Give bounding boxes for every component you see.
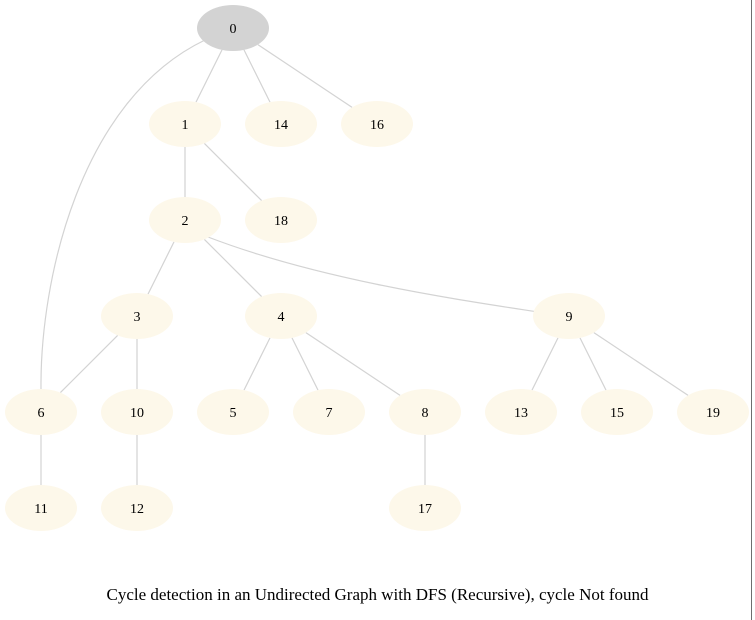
- graph-node-2: 2: [149, 197, 221, 243]
- node-label: 2: [182, 214, 189, 229]
- node-ellipse: [389, 485, 461, 531]
- node-ellipse: [581, 389, 653, 435]
- edge-2-4: [203, 238, 263, 298]
- node-ellipse: [5, 389, 77, 435]
- edge-0-16: [257, 44, 353, 108]
- node-label: 19: [706, 406, 720, 421]
- node-label: 4: [278, 310, 285, 325]
- graph-node-1: 1: [149, 101, 221, 147]
- right-border: [751, 0, 752, 620]
- graph-caption: Cycle detection in an Undirected Graph w…: [106, 585, 649, 604]
- edge-0-6: [40, 39, 206, 390]
- node-label: 18: [274, 214, 288, 229]
- node-label: 5: [230, 406, 237, 421]
- graph-node-6: 6: [5, 389, 77, 435]
- graph-node-15: 15: [581, 389, 653, 435]
- node-ellipse: [197, 5, 269, 51]
- edge-layer: [40, 39, 689, 485]
- graph-node-12: 12: [101, 485, 173, 531]
- node-label: 6: [38, 406, 45, 421]
- node-label: 8: [422, 406, 429, 421]
- node-label: 9: [566, 310, 573, 325]
- node-ellipse: [341, 101, 413, 147]
- graph-node-7: 7: [293, 389, 365, 435]
- graph-node-18: 18: [245, 197, 317, 243]
- node-ellipse: [389, 389, 461, 435]
- node-label: 3: [134, 310, 141, 325]
- node-ellipse: [149, 101, 221, 147]
- node-label: 1: [182, 118, 189, 133]
- graph-node-3: 3: [101, 293, 173, 339]
- node-ellipse: [293, 389, 365, 435]
- graph-node-8: 8: [389, 389, 461, 435]
- node-label: 14: [274, 118, 288, 133]
- node-ellipse: [245, 293, 317, 339]
- graph-node-10: 10: [101, 389, 173, 435]
- edge-9-19: [593, 332, 689, 396]
- node-ellipse: [5, 485, 77, 531]
- graph-node-9: 9: [533, 293, 605, 339]
- node-label: 11: [34, 502, 47, 517]
- edge-9-13: [531, 337, 559, 391]
- edge-0-1: [195, 49, 223, 103]
- node-ellipse: [149, 197, 221, 243]
- node-ellipse: [533, 293, 605, 339]
- graph-node-19: 19: [677, 389, 749, 435]
- edge-3-6: [59, 334, 119, 394]
- edge-9-15: [579, 337, 607, 391]
- node-ellipse: [245, 197, 317, 243]
- node-label: 10: [130, 406, 144, 421]
- node-ellipse: [101, 389, 173, 435]
- edge-0-14: [243, 49, 271, 103]
- edge-4-5: [243, 337, 271, 391]
- graph-node-16: 16: [341, 101, 413, 147]
- edge-4-8: [305, 332, 401, 396]
- graph-node-4: 4: [245, 293, 317, 339]
- node-ellipse: [101, 485, 173, 531]
- edge-1-18: [203, 142, 263, 202]
- node-ellipse: [197, 389, 269, 435]
- node-label: 15: [610, 406, 624, 421]
- graph-node-17: 17: [389, 485, 461, 531]
- graph-node-13: 13: [485, 389, 557, 435]
- node-ellipse: [677, 389, 749, 435]
- node-label: 16: [370, 118, 384, 133]
- node-label: 0: [230, 22, 237, 37]
- edge-2-3: [147, 241, 175, 295]
- graph-node-14: 14: [245, 101, 317, 147]
- graph-node-5: 5: [197, 389, 269, 435]
- graph-node-0: 0: [197, 5, 269, 51]
- node-label: 13: [514, 406, 528, 421]
- edge-2-9: [207, 236, 539, 313]
- node-ellipse: [245, 101, 317, 147]
- graph-node-11: 11: [5, 485, 77, 531]
- edge-4-7: [291, 337, 319, 391]
- node-label: 12: [130, 502, 144, 517]
- node-label: 7: [326, 406, 333, 421]
- node-ellipse: [101, 293, 173, 339]
- node-label: 17: [418, 502, 432, 517]
- node-ellipse: [485, 389, 557, 435]
